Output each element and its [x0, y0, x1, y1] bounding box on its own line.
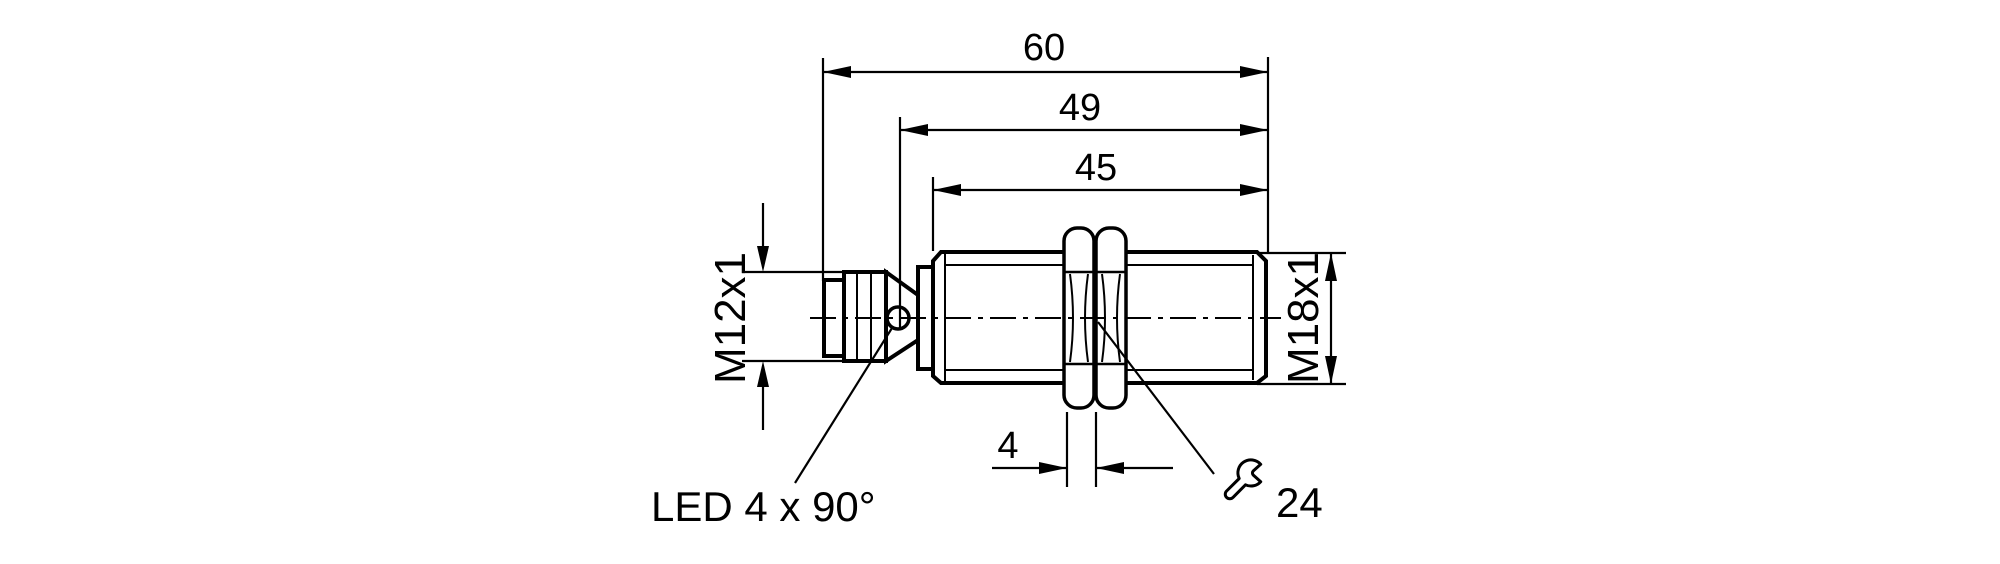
arrowhead-up: [1325, 253, 1337, 281]
dimension-value-45: 45: [1075, 147, 1117, 189]
led-note-label: LED 4 x 90°: [651, 483, 876, 530]
wrench-icon: [1223, 458, 1263, 501]
arrowhead-left: [1096, 462, 1124, 474]
wrench-callout: 24: [1097, 321, 1323, 526]
hex-nut-left: [1062, 226, 1096, 410]
leader-line: [1097, 321, 1215, 475]
arrowhead-right: [1240, 66, 1268, 78]
arrowhead-right: [1039, 462, 1067, 474]
arrowhead-down: [757, 246, 769, 272]
arrowhead-down: [1325, 356, 1337, 384]
arrowhead-up: [757, 361, 769, 387]
led-callout: LED 4 x 90°: [651, 327, 893, 530]
dimension-to-led: 49: [898, 87, 1268, 330]
thread-label-m18: M18x1: [1279, 252, 1328, 384]
arrowhead-left: [900, 124, 928, 136]
arrowhead-left: [933, 184, 961, 196]
arrowhead-left: [823, 66, 851, 78]
connector-cone: [884, 268, 920, 365]
dimension-connector-thread: M12x1: [706, 203, 846, 430]
arrowhead-right: [1240, 124, 1268, 136]
dimension-total-length: 60: [821, 27, 1270, 281]
wrench-size-label: 24: [1276, 479, 1323, 526]
dimension-value-4: 4: [997, 425, 1018, 467]
dimension-value-60: 60: [1023, 27, 1065, 69]
arrowhead-right: [1240, 184, 1268, 196]
leader-line: [794, 327, 893, 484]
dimension-housing-thread: M18x1: [1257, 251, 1346, 386]
connector-m12-sleeve: [842, 270, 888, 363]
dimension-thread-length: 45: [931, 147, 1268, 251]
sensor-body: [822, 226, 1268, 410]
dimension-value-49: 49: [1059, 87, 1101, 129]
thread-label-m12: M12x1: [706, 252, 755, 384]
dimension-nut-width: 4: [992, 412, 1173, 487]
